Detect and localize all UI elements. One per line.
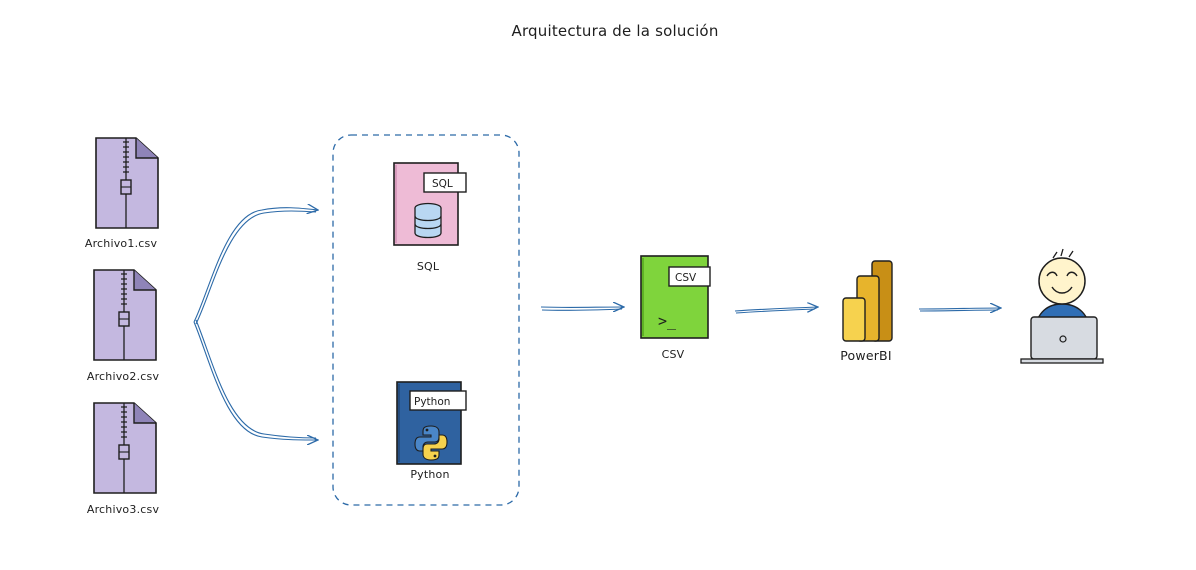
zip-file-icon [95,137,159,229]
processing-container [332,134,520,506]
sql-tag: SQL [423,172,467,193]
zip-file-icon [93,269,157,361]
arrow-to-powerbi [734,307,818,314]
python-label: Python [410,468,450,481]
zip-file-icon [93,402,157,494]
sql-label: SQL [416,260,440,273]
csv-tag: CSV [668,266,711,287]
diagram-title: Arquitectura de la solución [511,22,719,40]
file-label-2: Archivo2.csv [86,370,160,383]
file-label-3: Archivo3.csv [86,503,160,516]
laptop-icon [1020,316,1104,364]
python-tag-text: Python [414,396,450,408]
csv-tag-text: CSV [675,272,697,284]
csv-prompt: >_ [658,312,677,330]
file-label-1: Archivo1.csv [84,237,158,250]
powerbi-logo-icon [842,260,893,342]
sql-tag-text: SQL [432,178,453,190]
arrow-to-user [918,308,1001,311]
powerbi-label: PowerBI [840,348,892,363]
csv-label: CSV [661,348,685,361]
arrow-to-csv [540,307,624,310]
branch-arrows [193,208,318,440]
python-tag: Python [409,390,467,411]
